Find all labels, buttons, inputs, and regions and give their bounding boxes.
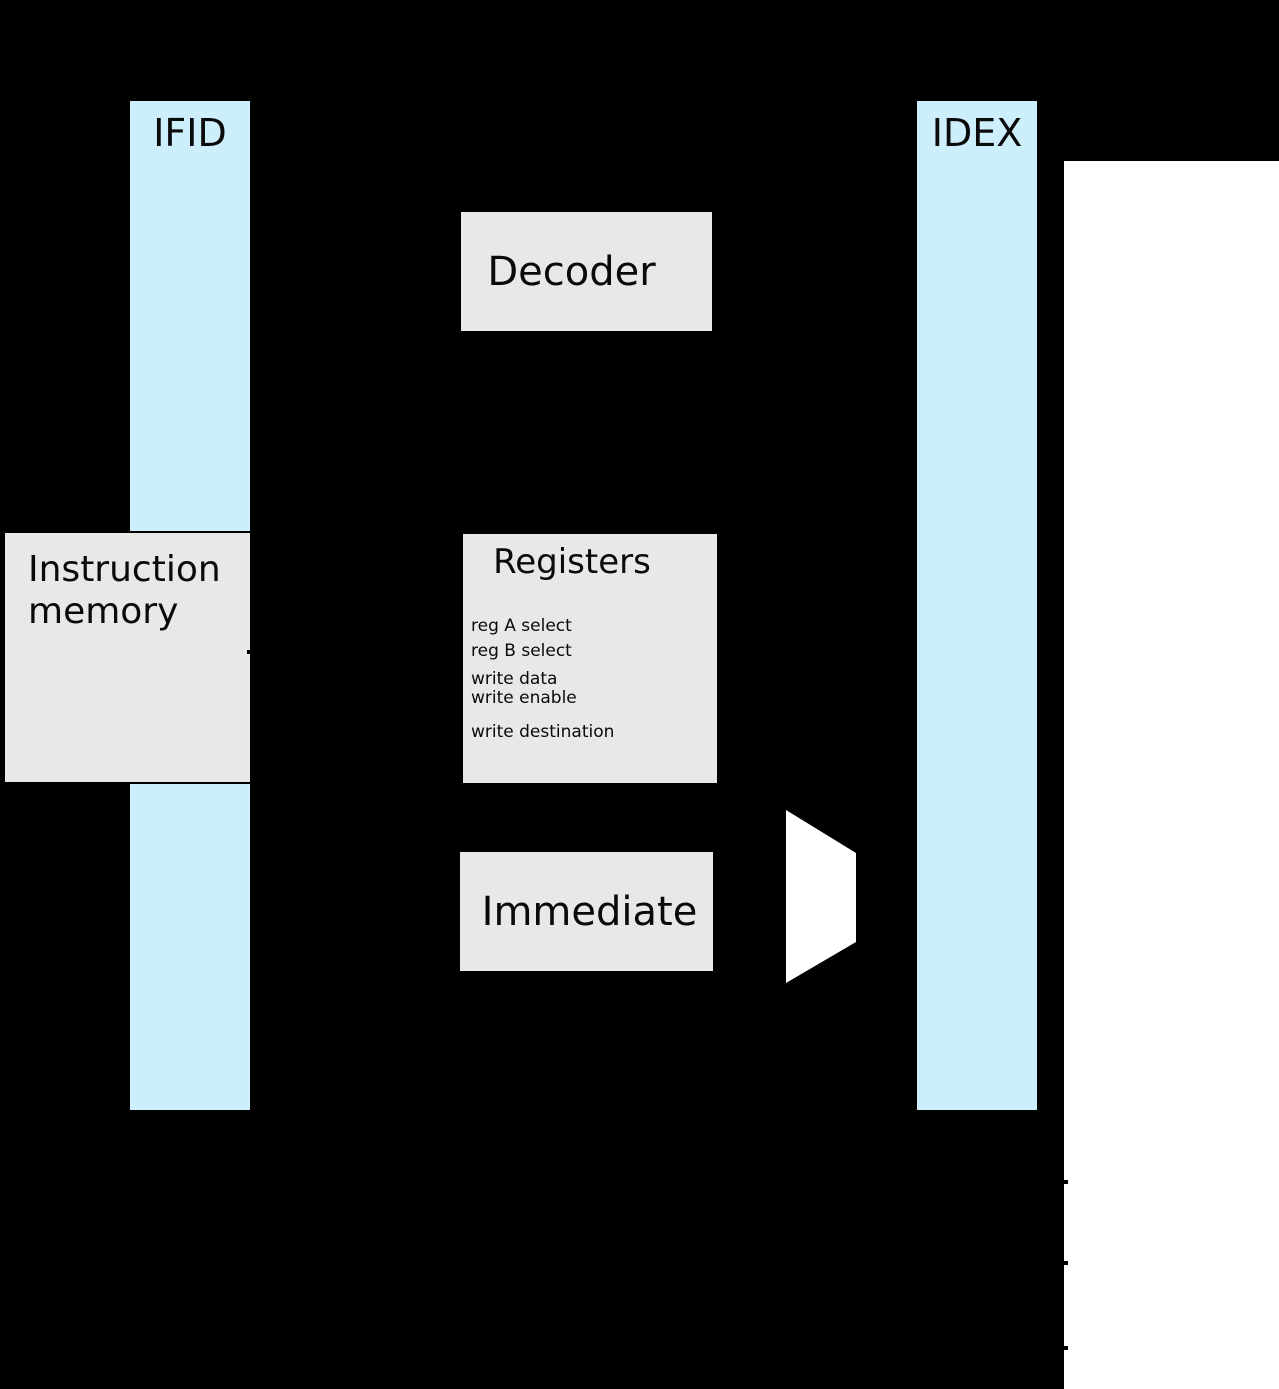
immediate-block: Immediate — [458, 850, 715, 973]
wire-stub — [1062, 1180, 1068, 1184]
mux-trapezoid-icon — [786, 810, 856, 983]
decoder-block: Decoder — [459, 210, 714, 333]
mux-shape — [780, 805, 860, 990]
wire-stub — [247, 650, 254, 654]
port-label-write-destination: write destination — [471, 722, 615, 742]
port-label-reg-b-select: reg B select — [471, 641, 572, 661]
instruction-memory-label-line1: Instruction — [28, 549, 221, 590]
ifid-label: IFID — [153, 111, 227, 155]
instruction-memory-label-line2: memory — [28, 591, 179, 632]
decoder-label: Decoder — [487, 248, 656, 295]
wire-stub — [1062, 1346, 1068, 1350]
registers-label: Registers — [493, 542, 651, 582]
port-label-reg-a-select: reg A select — [471, 616, 572, 636]
instruction-memory-block: Instruction memory — [3, 531, 252, 784]
idex-label: IDEX — [931, 111, 1023, 155]
port-label-write-enable: write enable — [471, 688, 577, 708]
registers-block: Registers reg A select reg B select writ… — [461, 532, 719, 785]
immediate-label: Immediate — [481, 888, 698, 935]
wire-stub — [1062, 1261, 1068, 1265]
port-label-write-data: write data — [471, 669, 558, 689]
idex-pipeline-register-bar: IDEX — [915, 99, 1039, 1112]
right-white-panel — [1064, 161, 1279, 1389]
